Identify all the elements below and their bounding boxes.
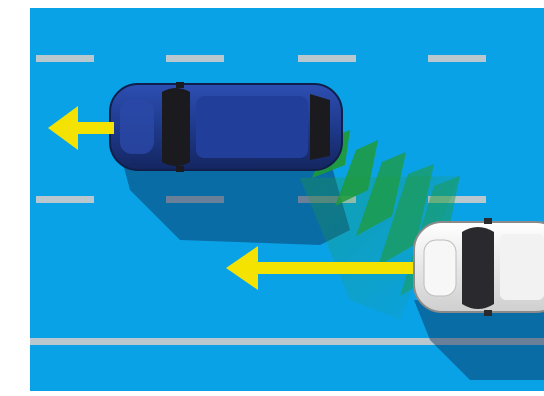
blue-car-icon (110, 82, 342, 172)
white-car-icon (414, 218, 544, 316)
